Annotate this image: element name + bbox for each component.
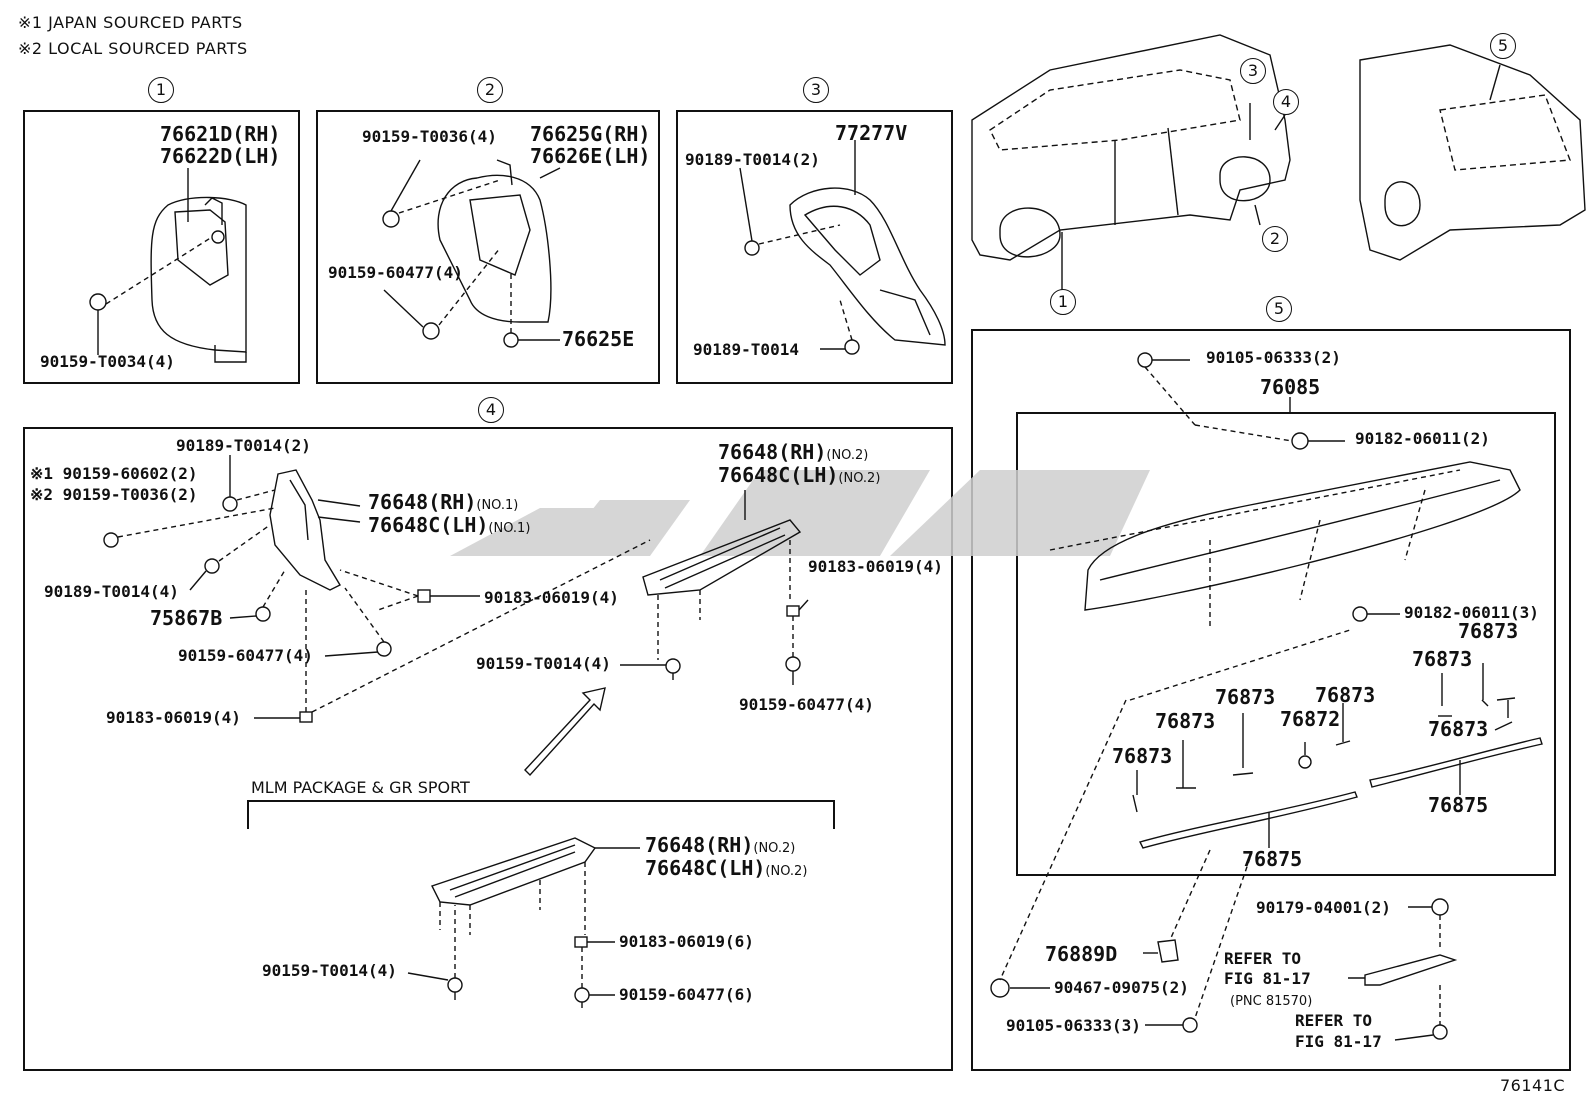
part-76648c-lh-no2-b: 76648C(LH)(NO.2) [645,856,808,880]
part-75867b: 75867B [150,606,223,630]
refer-to-b: REFER TO [1295,1011,1373,1030]
part-76889d: 76889D [1045,942,1118,966]
box-5-frame [971,329,1571,1071]
part-90183-06019-b4d: 90183-06019(6) [619,932,754,951]
part-90105-06333-a: 90105-06333(2) [1206,348,1341,367]
fender-liner-3 [789,187,946,346]
part-77277v: 77277V [835,121,908,145]
part-76648-rh-no2-a: 76648(RH)(NO.2) [718,440,869,464]
part-76625g: 76625G(RH) [530,122,651,146]
note-local-sourced: ※2 LOCAL SOURCED PARTS [18,39,248,58]
vehicle-callout-5: 5 [1490,33,1516,59]
part-76872: 76872 [1280,707,1341,731]
direction-arrow [524,687,606,777]
vehicle-callout-3: 3 [1240,58,1266,84]
step-bracket-no1 [269,469,341,591]
part-76625e: 76625E [562,327,635,351]
rear-spoiler [1084,461,1521,611]
part-90159-t0036: 90159-T0036(4) [362,127,497,146]
box-5-inner-frame [1016,412,1556,876]
part-76622d: 76622D(LH) [160,144,281,168]
step-no2-upper [642,519,802,596]
refer-fig-a: FIG 81-17 [1224,969,1311,988]
refer-pnc: (PNC 81570) [1230,994,1313,1009]
part-76626e: 76626E(LH) [530,144,651,168]
part-90105-06333-b: 90105-06333(3) [1006,1016,1141,1035]
part-76873-b: 76873 [1412,647,1473,671]
part-76873-f: 76873 [1428,717,1489,741]
part-90159-t0036-b4: ※2 90159-T0036(2) [30,485,198,504]
vehicle-rear [1359,44,1586,261]
part-76648c-lh-no1: 76648C(LH)(NO.1) [368,513,531,537]
molding-strip-left [1138,791,1358,849]
part-90189-t0014-b3b: 90189-T0014 [693,340,799,359]
part-90182-06011-b: 90182-06011(3) [1404,603,1539,622]
part-90182-06011-a: 90182-06011(2) [1355,429,1490,448]
part-76873-g: 76873 [1112,744,1173,768]
part-90159-60477-b4b: 90159-60477(4) [739,695,874,714]
part-76873-d: 76873 [1315,683,1376,707]
note-japan-sourced: ※1 JAPAN SOURCED PARTS [18,13,243,32]
part-90179-04001: 90179-04001(2) [1256,898,1391,917]
part-76648-rh-no1: 76648(RH)(NO.1) [368,490,519,514]
part-90189-t0014-b3a: 90189-T0014(2) [685,150,820,169]
vehicle-callout-4: 4 [1273,89,1299,115]
section-number-5: 5 [1266,296,1292,322]
refer-to-a: REFER TO [1224,949,1302,968]
part-90159-t0034: 90159-T0034(4) [40,352,175,371]
package-label: MLM PACKAGE & GR SPORT [251,778,470,797]
package-bracket [247,800,835,829]
part-90189-t0014-b4b: 90189-T0014(4) [44,582,179,601]
figure-number: 76141C [1500,1076,1566,1095]
part-90159-t0014-b4b: 90159-T0014(4) [262,961,397,980]
step-no2-lower [431,837,597,906]
part-90467-09075: 90467-09075(2) [1054,978,1189,997]
vehicle-callout-1: 1 [1050,289,1076,315]
mudguard-2 [437,174,552,323]
box-1-frame [23,110,300,384]
part-90159-60477-b4a: 90159-60477(4) [178,646,313,665]
part-76873-c: 76873 [1215,685,1276,709]
watermark [450,470,1150,556]
part-90189-t0014-b4a: 90189-T0014(2) [176,436,311,455]
part-90183-06019-b4c: 90183-06019(4) [808,557,943,576]
box-2-frame [316,110,660,384]
part-90183-06019-b4a: 90183-06019(4) [484,588,619,607]
part-76873-e: 76873 [1155,709,1216,733]
molding-strip-right [1369,737,1543,788]
part-76873-a: 76873 [1458,619,1519,643]
vehicle-callout-2: 2 [1262,226,1288,252]
bracket-plate [1364,954,1458,986]
part-76085: 76085 [1260,375,1321,399]
part-90159-t0014-b4a: 90159-T0014(4) [476,654,611,673]
part-76648-rh-no2-b: 76648(RH)(NO.2) [645,833,796,857]
section-number-3: 3 [803,77,829,103]
box-3-frame [676,110,953,384]
part-76875-a: 76875 [1428,793,1489,817]
part-90159-60477-b2: 90159-60477(4) [328,263,463,282]
part-90183-06019-b4b: 90183-06019(4) [106,708,241,727]
mudflap-1 [150,196,247,353]
part-90159-60602: ※1 90159-60602(2) [30,464,198,483]
part-90159-60477-b4c: 90159-60477(6) [619,985,754,1004]
part-76648c-lh-no2-a: 76648C(LH)(NO.2) [718,463,881,487]
part-76621d: 76621D(RH) [160,122,281,146]
section-number-2: 2 [477,77,503,103]
part-76875-b: 76875 [1242,847,1303,871]
vehicle-side [971,34,1291,261]
refer-fig-b: FIG 81-17 [1295,1032,1382,1051]
box-4-frame [23,427,953,1071]
section-number-1: 1 [148,77,174,103]
section-number-4: 4 [478,397,504,423]
